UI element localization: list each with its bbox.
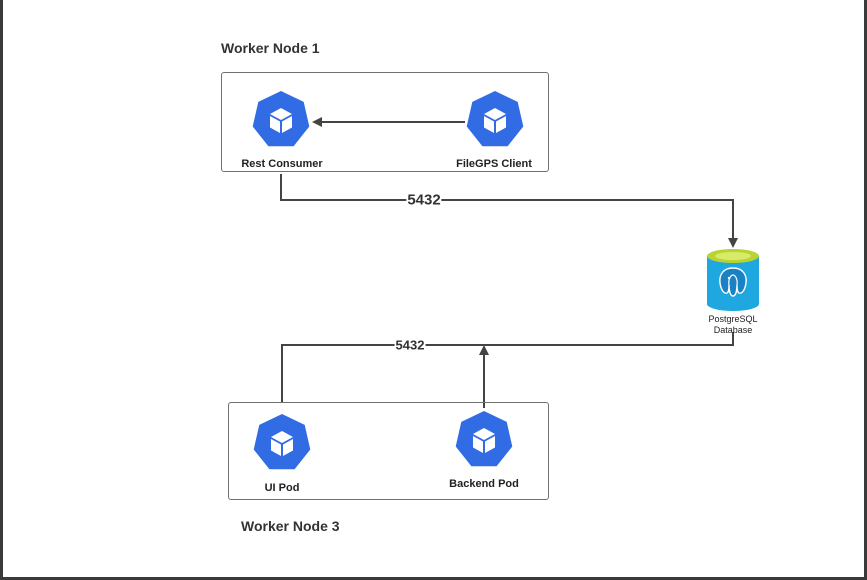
ui-to-db-connection	[281, 332, 734, 402]
filegps-client-label: FileGPS Client	[456, 158, 532, 170]
db-label-line2: Database	[713, 325, 753, 335]
backend-pod-label: Backend Pod	[449, 478, 519, 490]
port-label-upper: 5432	[406, 191, 442, 209]
ui-pod-icon	[253, 414, 311, 470]
db-label-line1: PostgreSQL	[708, 314, 758, 324]
worker-node-1-box	[221, 72, 549, 172]
rest-consumer-label: Rest Consumer	[241, 158, 323, 170]
worker-node-3-title: Worker Node 3	[241, 518, 340, 534]
filegps-client-pod-icon	[466, 91, 524, 147]
postgresql-database-icon	[707, 249, 759, 311]
worker-node-3-box	[228, 402, 549, 500]
backend-pod-icon	[455, 411, 513, 467]
rest-to-db-connection	[280, 174, 738, 248]
connection-lines	[280, 117, 738, 408]
port-label-lower: 5432	[394, 337, 426, 353]
ui-pod-label: UI Pod	[264, 482, 300, 494]
postgresql-database-label: PostgreSQL Database	[698, 314, 768, 336]
worker-node-1-title: Worker Node 1	[221, 40, 320, 56]
rest-consumer-pod-icon	[252, 91, 310, 147]
